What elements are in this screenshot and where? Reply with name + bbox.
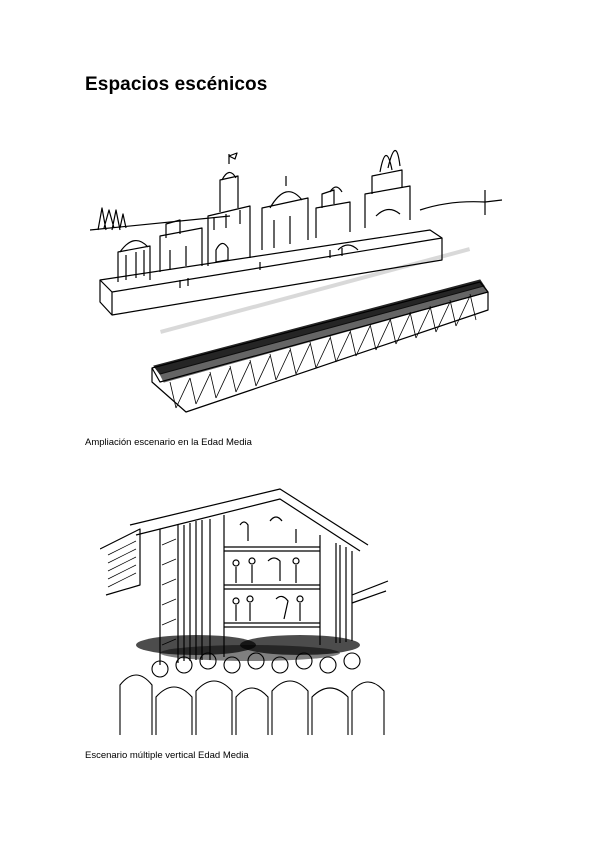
figure-caption-1: Ampliación escenario en la Edad Media <box>85 437 252 448</box>
medieval-vertical-multiple-stage-illustration <box>100 485 400 735</box>
figure-caption-2: Escenario múltiple vertical Edad Media <box>85 750 249 761</box>
page-title: Espacios escénicos <box>85 74 268 95</box>
medieval-stage-platform-illustration <box>90 120 505 415</box>
